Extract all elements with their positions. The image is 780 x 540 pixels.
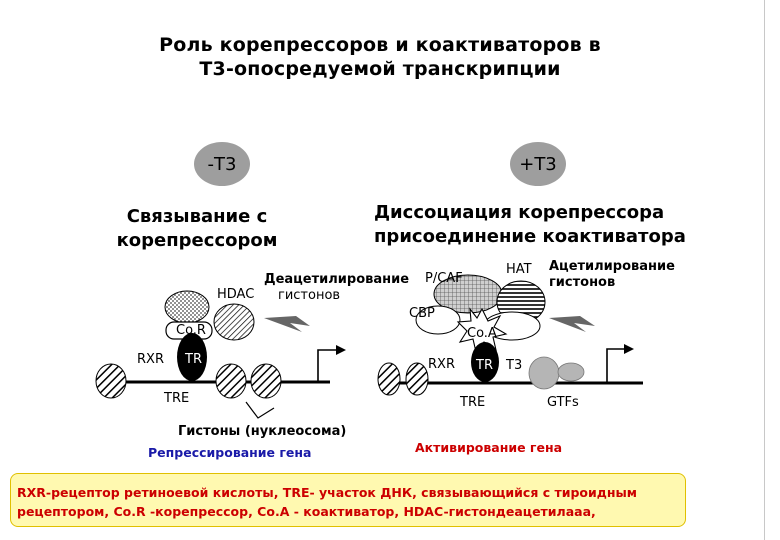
- title-line-2: Т3-опосредуемой транскрипции: [199, 58, 561, 80]
- left-tre-label: TRE: [164, 391, 190, 406]
- left-hdac-complex: [164, 290, 255, 341]
- deacetyl-line2: гистонов: [278, 288, 341, 303]
- abbreviations-note: RXR-рецептор ретиноевой кислоты, TRE- уч…: [10, 473, 686, 527]
- coactivator-label: Co.A: [467, 326, 497, 341]
- right-tr-shape: [471, 342, 499, 382]
- histone-pointer: [245, 401, 275, 419]
- cbp-label: CBP: [409, 306, 435, 321]
- right-gtf-ball: [528, 356, 560, 390]
- hdac-label: HDAC: [217, 287, 255, 302]
- title-line-1: Роль корепрессоров и коактиваторов в: [159, 34, 601, 56]
- left-lightning-icon: [264, 316, 310, 332]
- note-line2: рецептором, Co.R -корепрессор, Co.A - ко…: [17, 504, 596, 519]
- histones-label: Гистоны (нуклеосома): [178, 424, 347, 439]
- right-dna: [377, 344, 643, 396]
- right-lightning-icon: [549, 316, 595, 332]
- repression-caption: Репрессирование гена: [148, 445, 312, 460]
- plus-t3-badge: +Т3: [510, 142, 566, 186]
- right-tre-label: TRE: [460, 395, 486, 410]
- left-rxr-label: RXR: [137, 352, 164, 367]
- right-heading-line1: Диссоциация корепрессора: [374, 202, 665, 223]
- t3-label: T3: [506, 358, 523, 373]
- right-edge-divider: [764, 0, 765, 540]
- left-heading: Связывание с корепрессором: [112, 205, 282, 253]
- left-heading-line2: корепрессором: [116, 230, 278, 251]
- left-heading-line1: Связывание с: [126, 206, 268, 227]
- right-gtf-small: [557, 362, 585, 382]
- right-tr-label: TR: [476, 358, 493, 373]
- deacetyl-line1: Деацетилирование: [264, 272, 410, 287]
- acetyl-line1: Ацетилирование: [549, 259, 675, 274]
- activation-caption: Активирование гена: [415, 440, 563, 455]
- right-heading: Диссоциация корепрессора присоединение к…: [374, 201, 686, 249]
- left-tr-label: TR: [185, 352, 202, 367]
- left-tr-shape: [177, 333, 207, 381]
- note-line1: RXR-рецептор ретиноевой кислоты, TRE- уч…: [17, 485, 638, 500]
- hat-label: HAT: [506, 262, 532, 277]
- gtfs-label: GTFs: [547, 395, 579, 410]
- pcaf-label: P/CAF: [425, 271, 463, 286]
- left-corepressor-label: Co.R: [176, 323, 206, 338]
- acetyl-line2: гистонов: [549, 275, 616, 290]
- minus-t3-badge: -Т3: [194, 142, 250, 186]
- left-dna: [95, 345, 346, 399]
- right-heading-line2: присоединение коактиватора: [374, 226, 686, 247]
- right-rxr-label: RXR: [428, 357, 455, 372]
